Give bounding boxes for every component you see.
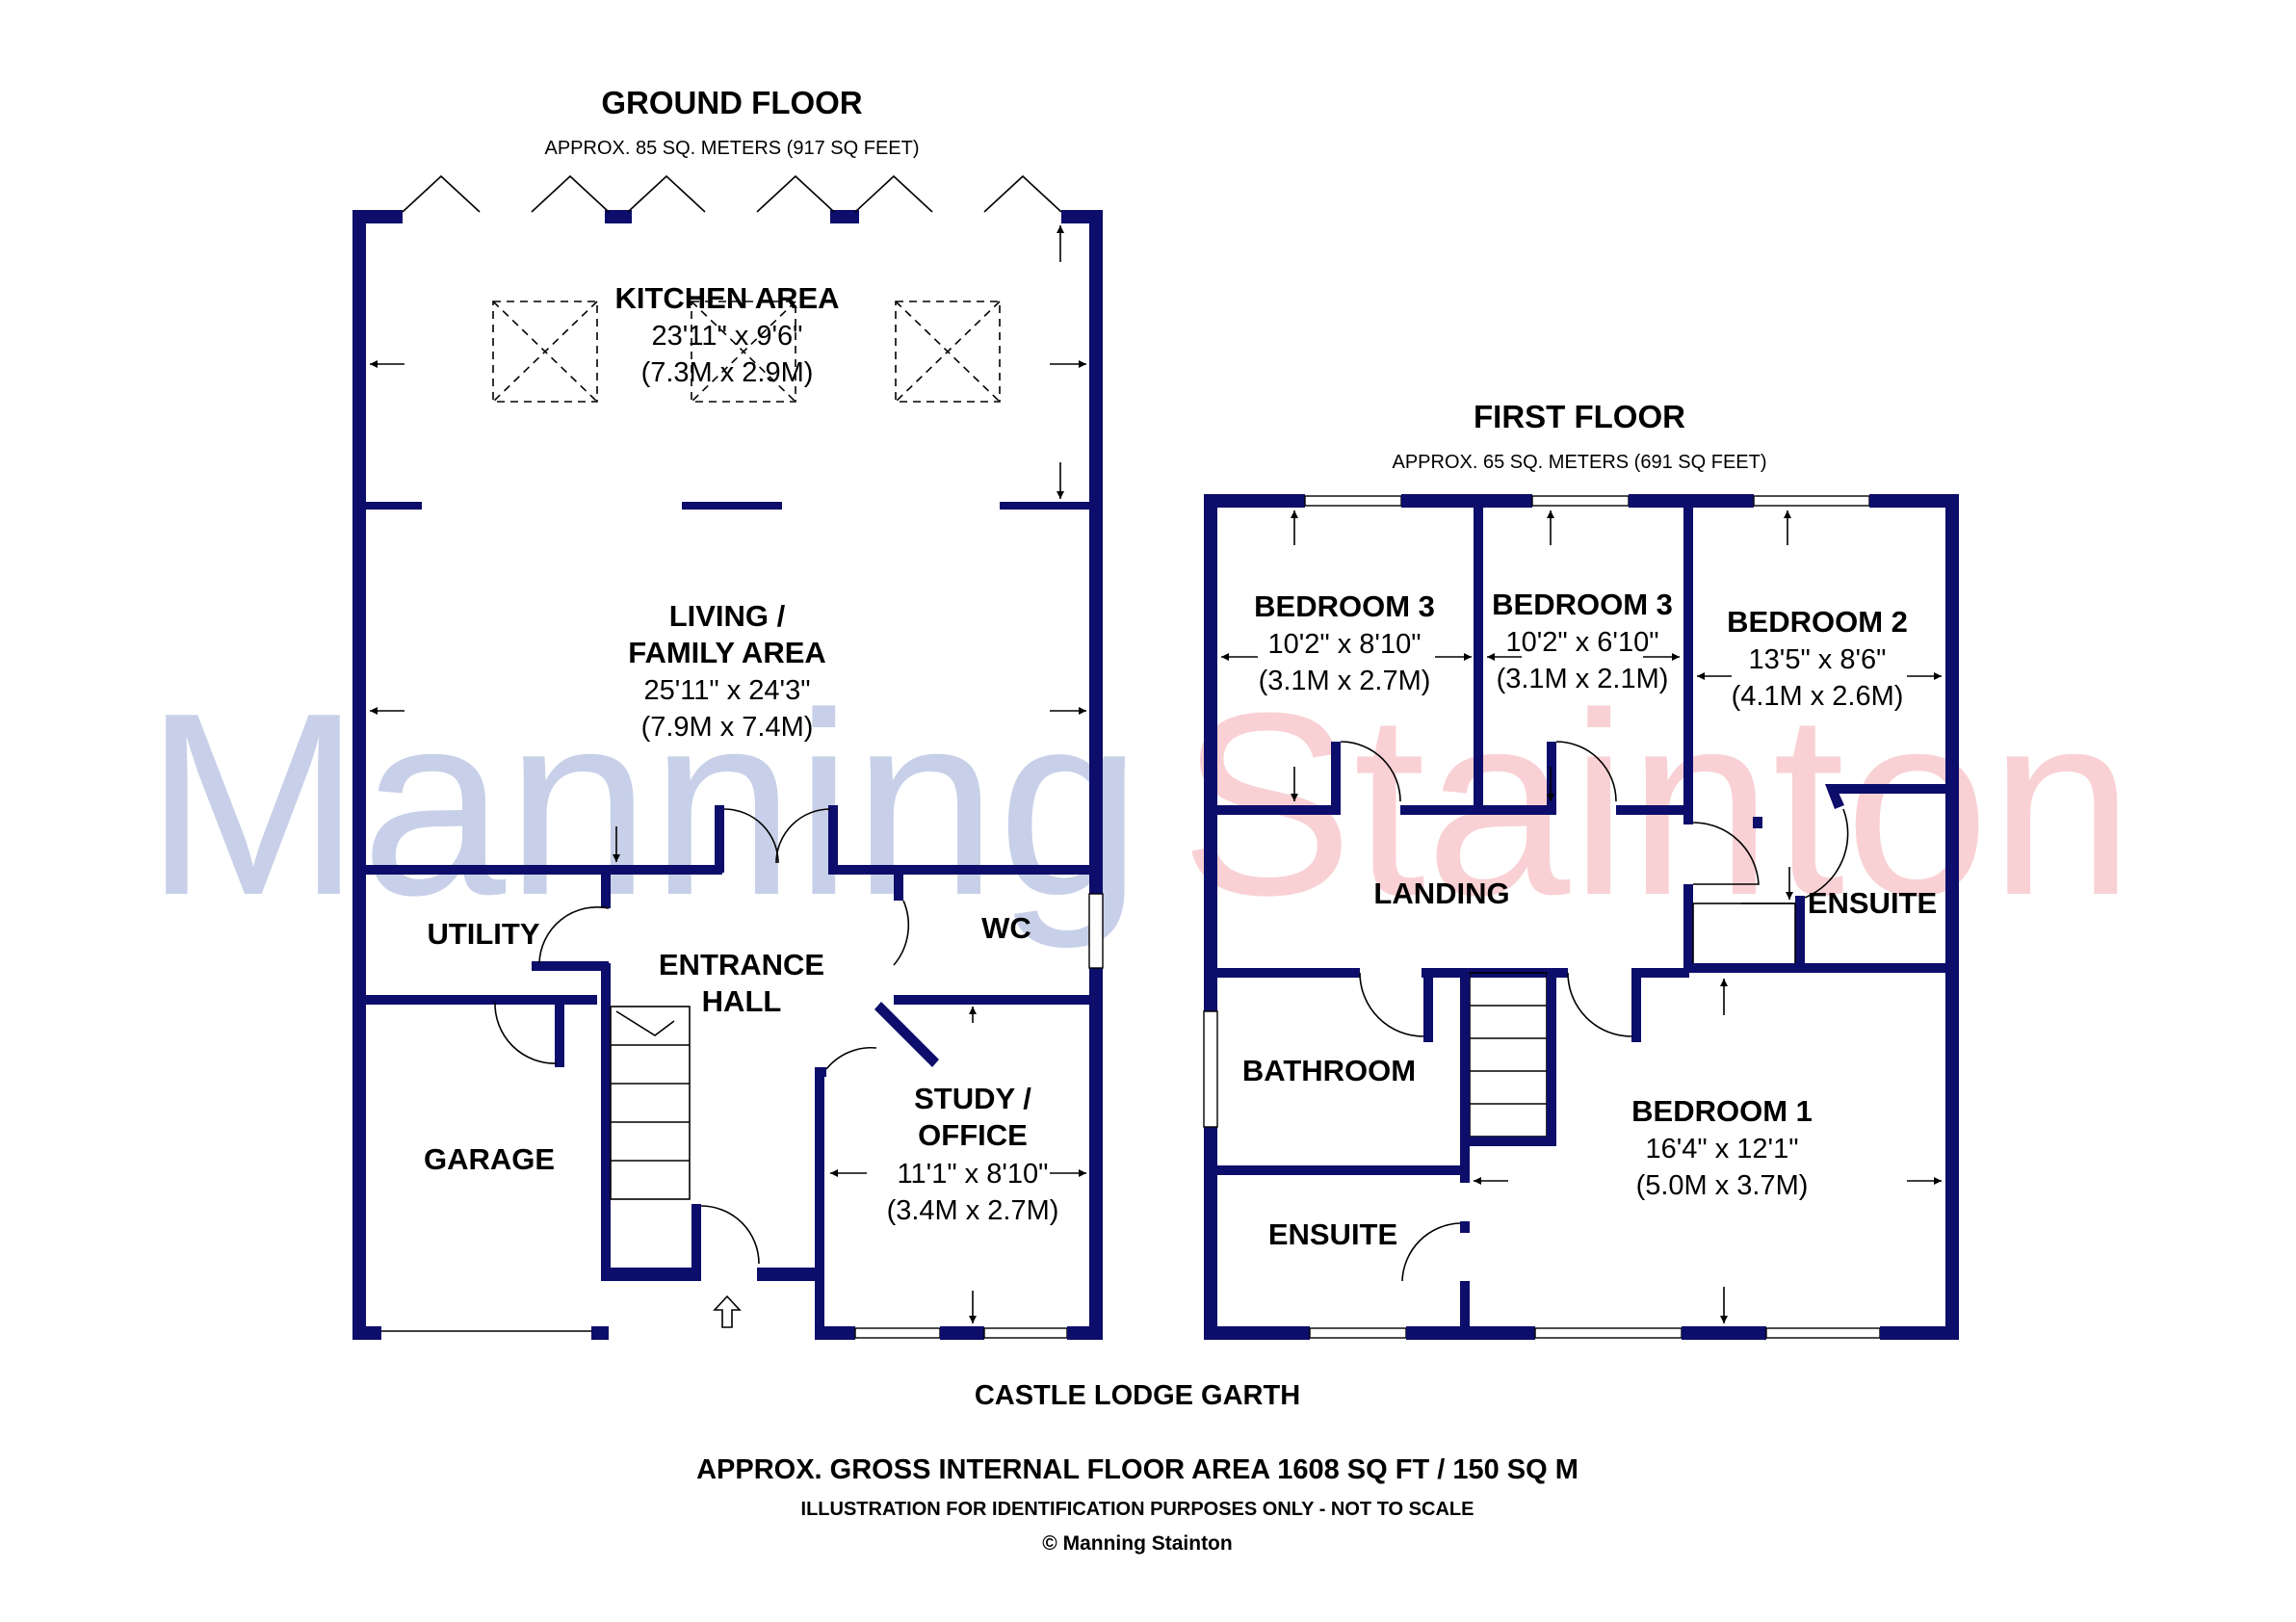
first-floor-title: FIRST FLOOR (1474, 399, 1685, 434)
living-dim-metric: (7.9M x 7.4M) (641, 712, 814, 743)
living-dim-imperial: 25'11" x 24'3" (643, 675, 810, 706)
bedroom3a-dim-imperial: 10'2" x 8'10" (1267, 629, 1421, 660)
kitchen-dim-imperial: 23'11" x 9'6" (652, 321, 803, 352)
bedroom1-dim-metric: (5.0M x 3.7M) (1636, 1170, 1809, 1201)
entrance-name-line1: ENTRANCE (659, 948, 824, 981)
bedroom3a-name: BEDROOM 3 (1254, 589, 1435, 623)
ensuite-upper-name: ENSUITE (1808, 886, 1937, 920)
disclaimer: ILLUSTRATION FOR IDENTIFICATION PURPOSES… (801, 1499, 1474, 1520)
utility-name: UTILITY (427, 917, 539, 951)
bathroom-name: BATHROOM (1242, 1054, 1416, 1087)
bedroom2-name: BEDROOM 2 (1727, 605, 1908, 639)
study-name-line2: OFFICE (918, 1118, 1028, 1152)
watermark: Manning Stainton (144, 660, 2134, 951)
entrance-name-line2: HALL (702, 984, 782, 1018)
bedroom3b-dim-metric: (3.1M x 2.1M) (1497, 664, 1669, 694)
bedroom2-dim-imperial: 13'5" x 8'6" (1749, 644, 1887, 675)
landing-name: LANDING (1373, 876, 1509, 910)
property-name: CASTLE LODGE GARTH (975, 1380, 1300, 1411)
garage-name: GARAGE (424, 1142, 555, 1176)
study-name-line1: STUDY / (914, 1082, 1031, 1115)
first-floor-area: APPROX. 65 SQ. METERS (691 SQ FEET) (1393, 452, 1767, 473)
ground-floor-area: APPROX. 85 SQ. METERS (917 SQ FEET) (545, 138, 920, 159)
ensuite-lower-name: ENSUITE (1268, 1217, 1397, 1251)
bedroom3a-dim-metric: (3.1M x 2.7M) (1259, 666, 1431, 696)
kitchen-dim-metric: (7.3M x 2.9M) (641, 357, 814, 388)
watermark-part2: Stainton (1180, 660, 2134, 950)
bedroom2-dim-metric: (4.1M x 2.6M) (1732, 681, 1904, 712)
bedroom1-dim-imperial: 16'4" x 12'1" (1645, 1134, 1798, 1164)
ground-floor (352, 174, 1104, 1340)
first-floor (1203, 494, 1959, 1340)
living-name-line1: LIVING / (669, 599, 786, 633)
study-dim-metric: (3.4M x 2.7M) (887, 1195, 1059, 1226)
gross-floor-area: APPROX. GROSS INTERNAL FLOOR AREA 1608 S… (696, 1454, 1578, 1485)
kitchen-name: KITCHEN AREA (614, 281, 839, 315)
bedroom3b-dim-imperial: 10'2" x 6'10" (1505, 627, 1658, 658)
study-dim-imperial: 11'1" x 8'10" (898, 1159, 1049, 1190)
bedroom1-name: BEDROOM 1 (1631, 1094, 1813, 1128)
copyright: © Manning Stainton (1042, 1532, 1232, 1555)
wc-name: WC (981, 911, 1031, 945)
ground-floor-title: GROUND FLOOR (601, 85, 862, 120)
living-name-line2: FAMILY AREA (628, 636, 826, 669)
bedroom3b-name: BEDROOM 3 (1492, 588, 1673, 621)
watermark-part1: Manning (144, 660, 1142, 951)
